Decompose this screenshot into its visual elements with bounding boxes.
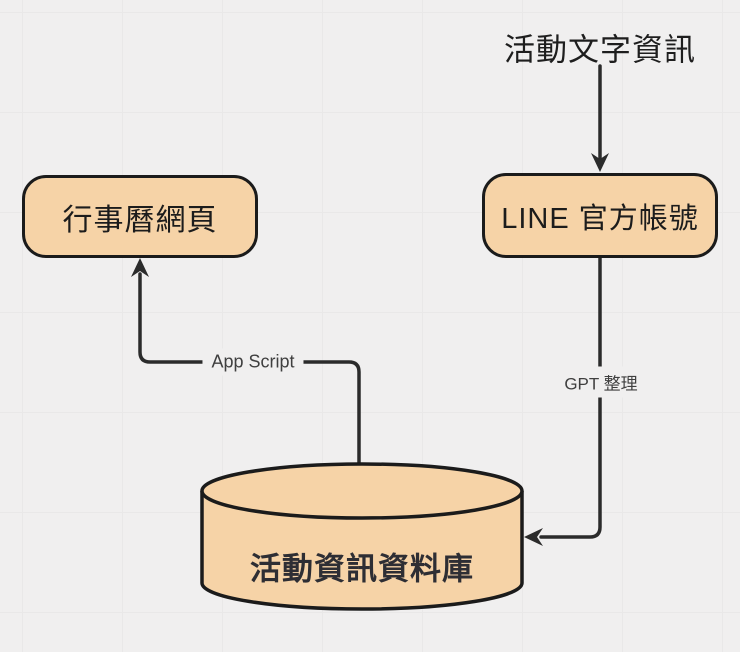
- cylinder-top: [200, 462, 524, 520]
- source-text-label[interactable]: 活動文字資訊: [504, 32, 696, 68]
- arrowhead-left-icon: [524, 528, 543, 546]
- cylinder-body: [200, 491, 524, 611]
- edge-line-to-database[interactable]: [524, 256, 602, 546]
- edge-source-to-line[interactable]: [591, 64, 609, 172]
- edge-label-appscript[interactable]: App Script: [202, 348, 304, 376]
- arrowhead-down-icon: [591, 153, 609, 172]
- database-cylinder[interactable]: [200, 462, 524, 611]
- node-line-account[interactable]: LINE 官方帳號: [482, 173, 718, 258]
- edge-label-gpt[interactable]: GPT 整理: [555, 366, 647, 398]
- database-label: 活動資訊資料庫: [250, 551, 474, 587]
- node-line-account-label: LINE 官方帳號: [501, 202, 699, 235]
- arrowhead-up-icon: [131, 258, 149, 277]
- node-calendar-page-label: 行事曆網頁: [62, 203, 218, 237]
- node-calendar-page[interactable]: 行事曆網頁: [22, 175, 258, 258]
